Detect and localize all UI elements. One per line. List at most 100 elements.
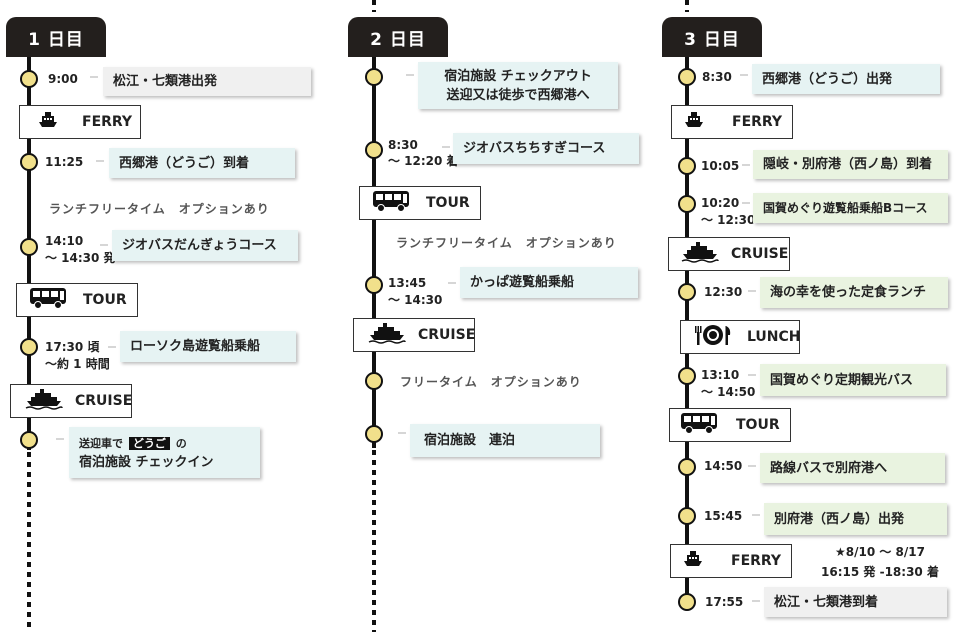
event-time-end: ～ 14:30 bbox=[388, 293, 443, 307]
transport-label: CRUISE bbox=[75, 393, 133, 409]
checkout-line2: 送迎又は徒歩で西郷港へ bbox=[446, 87, 590, 103]
cruise-icon bbox=[25, 388, 63, 414]
day-tab: 1 日目 bbox=[6, 17, 106, 57]
transport-label: TOUR bbox=[736, 417, 780, 433]
event-box: 松江・七類港出発 bbox=[103, 67, 311, 96]
event-time: 14:10 bbox=[45, 234, 84, 248]
timeline-dot bbox=[365, 276, 383, 294]
transport-label: CRUISE bbox=[731, 246, 789, 262]
connector bbox=[742, 202, 750, 204]
ferry-icon bbox=[683, 549, 703, 573]
timeline-dot bbox=[20, 338, 38, 356]
bus-icon bbox=[29, 287, 67, 313]
transport-label: FERRY bbox=[731, 553, 782, 569]
event-time: 15:45 bbox=[704, 509, 743, 523]
event-box: 西郷港（どうご）出発 bbox=[752, 64, 940, 94]
free-time-note: フリータイム オプションあり bbox=[400, 375, 582, 389]
transport-cruise: CRUISE bbox=[10, 384, 132, 418]
timeline-dot bbox=[678, 593, 696, 611]
transport-ferry: FERRY bbox=[19, 105, 141, 139]
connector bbox=[752, 514, 760, 516]
timeline-dotted-line-top bbox=[372, 0, 376, 12]
event-box: 国賀めぐり遊覧船乗船Bコース bbox=[753, 193, 948, 223]
event-box: ローソク島遊覧船乗船 bbox=[120, 331, 296, 362]
event-box: 別府港（西ノ島）出発 bbox=[764, 503, 947, 535]
ferry-note-line1: ★8/10 ～ 8/17 bbox=[835, 545, 925, 559]
checkout-line1: 宿泊施設 チェックアウト bbox=[444, 68, 592, 84]
connector bbox=[740, 74, 748, 76]
connector bbox=[398, 432, 406, 434]
connector bbox=[748, 290, 756, 292]
event-time-end: ～ 14:50 bbox=[701, 385, 756, 399]
timeline-dot bbox=[20, 70, 38, 88]
cruise-icon bbox=[681, 241, 719, 267]
connector bbox=[752, 600, 760, 602]
event-box: 路線バスで別府港へ bbox=[760, 453, 945, 483]
timeline-dotted-line bbox=[372, 450, 376, 632]
ferry-note-line2: 16:15 発 -18:30 着 bbox=[821, 565, 939, 579]
checkin-post: の bbox=[175, 436, 187, 450]
event-box: 海の幸を使った定食ランチ bbox=[760, 277, 948, 308]
event-time: 10:05 bbox=[701, 159, 740, 173]
free-time-note: ランチフリータイム オプションあり bbox=[396, 236, 617, 250]
connector bbox=[90, 76, 98, 78]
event-box: 隠岐・別府港（西ノ島）到着 bbox=[753, 150, 948, 179]
connector bbox=[56, 438, 64, 440]
timeline-dot bbox=[20, 238, 38, 256]
timeline-dot bbox=[20, 153, 38, 171]
connector bbox=[448, 282, 456, 284]
timeline-dotted-line bbox=[27, 452, 31, 632]
transport-label: FERRY bbox=[732, 114, 783, 130]
transport-cruise: CRUISE bbox=[668, 237, 790, 271]
event-time-end: ～ 12:20 着 bbox=[388, 154, 459, 168]
event-time: 13:10 bbox=[701, 368, 740, 382]
connector bbox=[742, 164, 750, 166]
day-tab: 2 日目 bbox=[348, 17, 448, 57]
event-time: 10:20 bbox=[701, 196, 740, 210]
event-box: ジオバスだんぎょうコース bbox=[112, 230, 298, 261]
timeline-dot bbox=[678, 283, 696, 301]
event-time-end: ～ 14:30 発 bbox=[45, 251, 116, 265]
event-time-end: ～約 1 時間 bbox=[45, 357, 110, 371]
timeline-dot bbox=[678, 458, 696, 476]
ferry-icon bbox=[684, 110, 704, 134]
timeline-dotted-line-top bbox=[685, 0, 689, 12]
event-time: 17:55 bbox=[705, 595, 744, 609]
transport-tour: TOUR bbox=[359, 186, 481, 220]
event-time: 8:30 bbox=[702, 70, 732, 84]
timeline-dot bbox=[678, 367, 696, 385]
transport-tour: TOUR bbox=[16, 283, 138, 317]
event-box: 西郷港（どうご）到着 bbox=[109, 148, 295, 178]
timeline-dot bbox=[678, 195, 696, 213]
free-time-note: ランチフリータイム オプションあり bbox=[49, 202, 270, 216]
bus-icon bbox=[680, 412, 718, 438]
event-time: 12:30 bbox=[704, 285, 743, 299]
day-tab: 3 日目 bbox=[662, 17, 762, 57]
event-time: 17:30 頃 bbox=[45, 340, 100, 354]
event-box: 宿泊施設 連泊 bbox=[410, 424, 600, 457]
transport-ferry: FERRY bbox=[670, 544, 792, 578]
event-box: 送迎車で どうご の 宿泊施設 チェックイン bbox=[69, 427, 260, 478]
event-time: 9:00 bbox=[48, 72, 78, 86]
checkin-main: 宿泊施設 チェックイン bbox=[79, 454, 214, 470]
transport-tour: TOUR bbox=[669, 408, 791, 442]
ferry-schedule-note: ★8/10 ～ 8/17 16:15 発 -18:30 着 bbox=[805, 542, 955, 582]
event-time: 13:45 bbox=[388, 276, 427, 290]
timeline-dot bbox=[365, 425, 383, 443]
transport-label: LUNCH bbox=[747, 329, 801, 345]
event-time: 11:25 bbox=[45, 155, 84, 169]
checkin-pre: 送迎車で bbox=[79, 436, 123, 450]
transport-label: FERRY bbox=[82, 114, 133, 130]
event-box: ジオバスちちすぎコース bbox=[453, 133, 639, 164]
transport-cruise: CRUISE bbox=[353, 318, 475, 352]
timeline-dot bbox=[678, 157, 696, 175]
event-box: 宿泊施設 チェックアウト 送迎又は徒歩で西郷港へ bbox=[418, 62, 618, 109]
connector bbox=[748, 374, 756, 376]
timeline-dot bbox=[20, 431, 38, 449]
timeline-dot bbox=[365, 68, 383, 86]
transport-label: TOUR bbox=[83, 292, 127, 308]
connector bbox=[406, 74, 414, 76]
transport-label: TOUR bbox=[426, 195, 470, 211]
timeline-dot bbox=[678, 68, 696, 86]
bus-icon bbox=[372, 190, 410, 216]
